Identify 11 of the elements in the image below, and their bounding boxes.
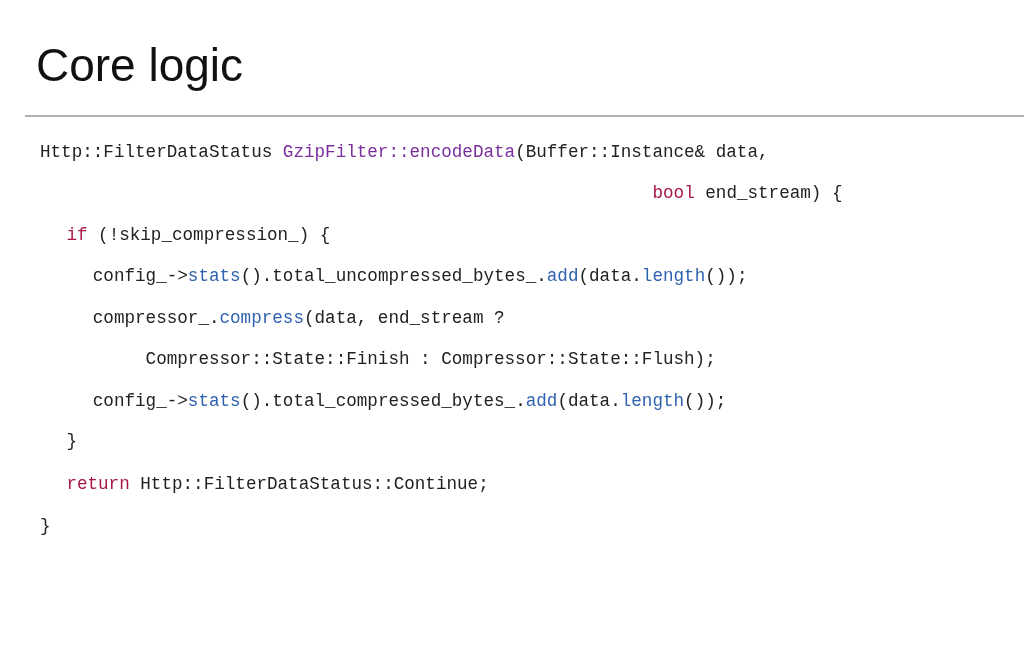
code-line: } — [40, 515, 51, 538]
code-line: if (!skip_compression_) { — [66, 224, 331, 247]
code-line: config_->stats().total_uncompressed_bytes_.add(data.length()); — [92, 265, 748, 288]
code-line: return Http::FilterDataStatus::Continue; — [66, 473, 489, 496]
slide-title: Core logic — [36, 38, 244, 92]
code-line: bool end_stream) { — [652, 182, 843, 205]
code-line: config_->stats().total_compressed_bytes_.add(data.length()); — [92, 390, 727, 413]
code-line: } — [66, 430, 77, 453]
code-line: compressor_.compress(data, end_stream ? — [92, 307, 505, 330]
code-line: Compressor::State::Finish : Compressor::State::Flush); — [145, 348, 716, 371]
code-line: Http::FilterDataStatus GzipFilter::encodeData(Buffer::Instance& data, — [40, 141, 769, 164]
